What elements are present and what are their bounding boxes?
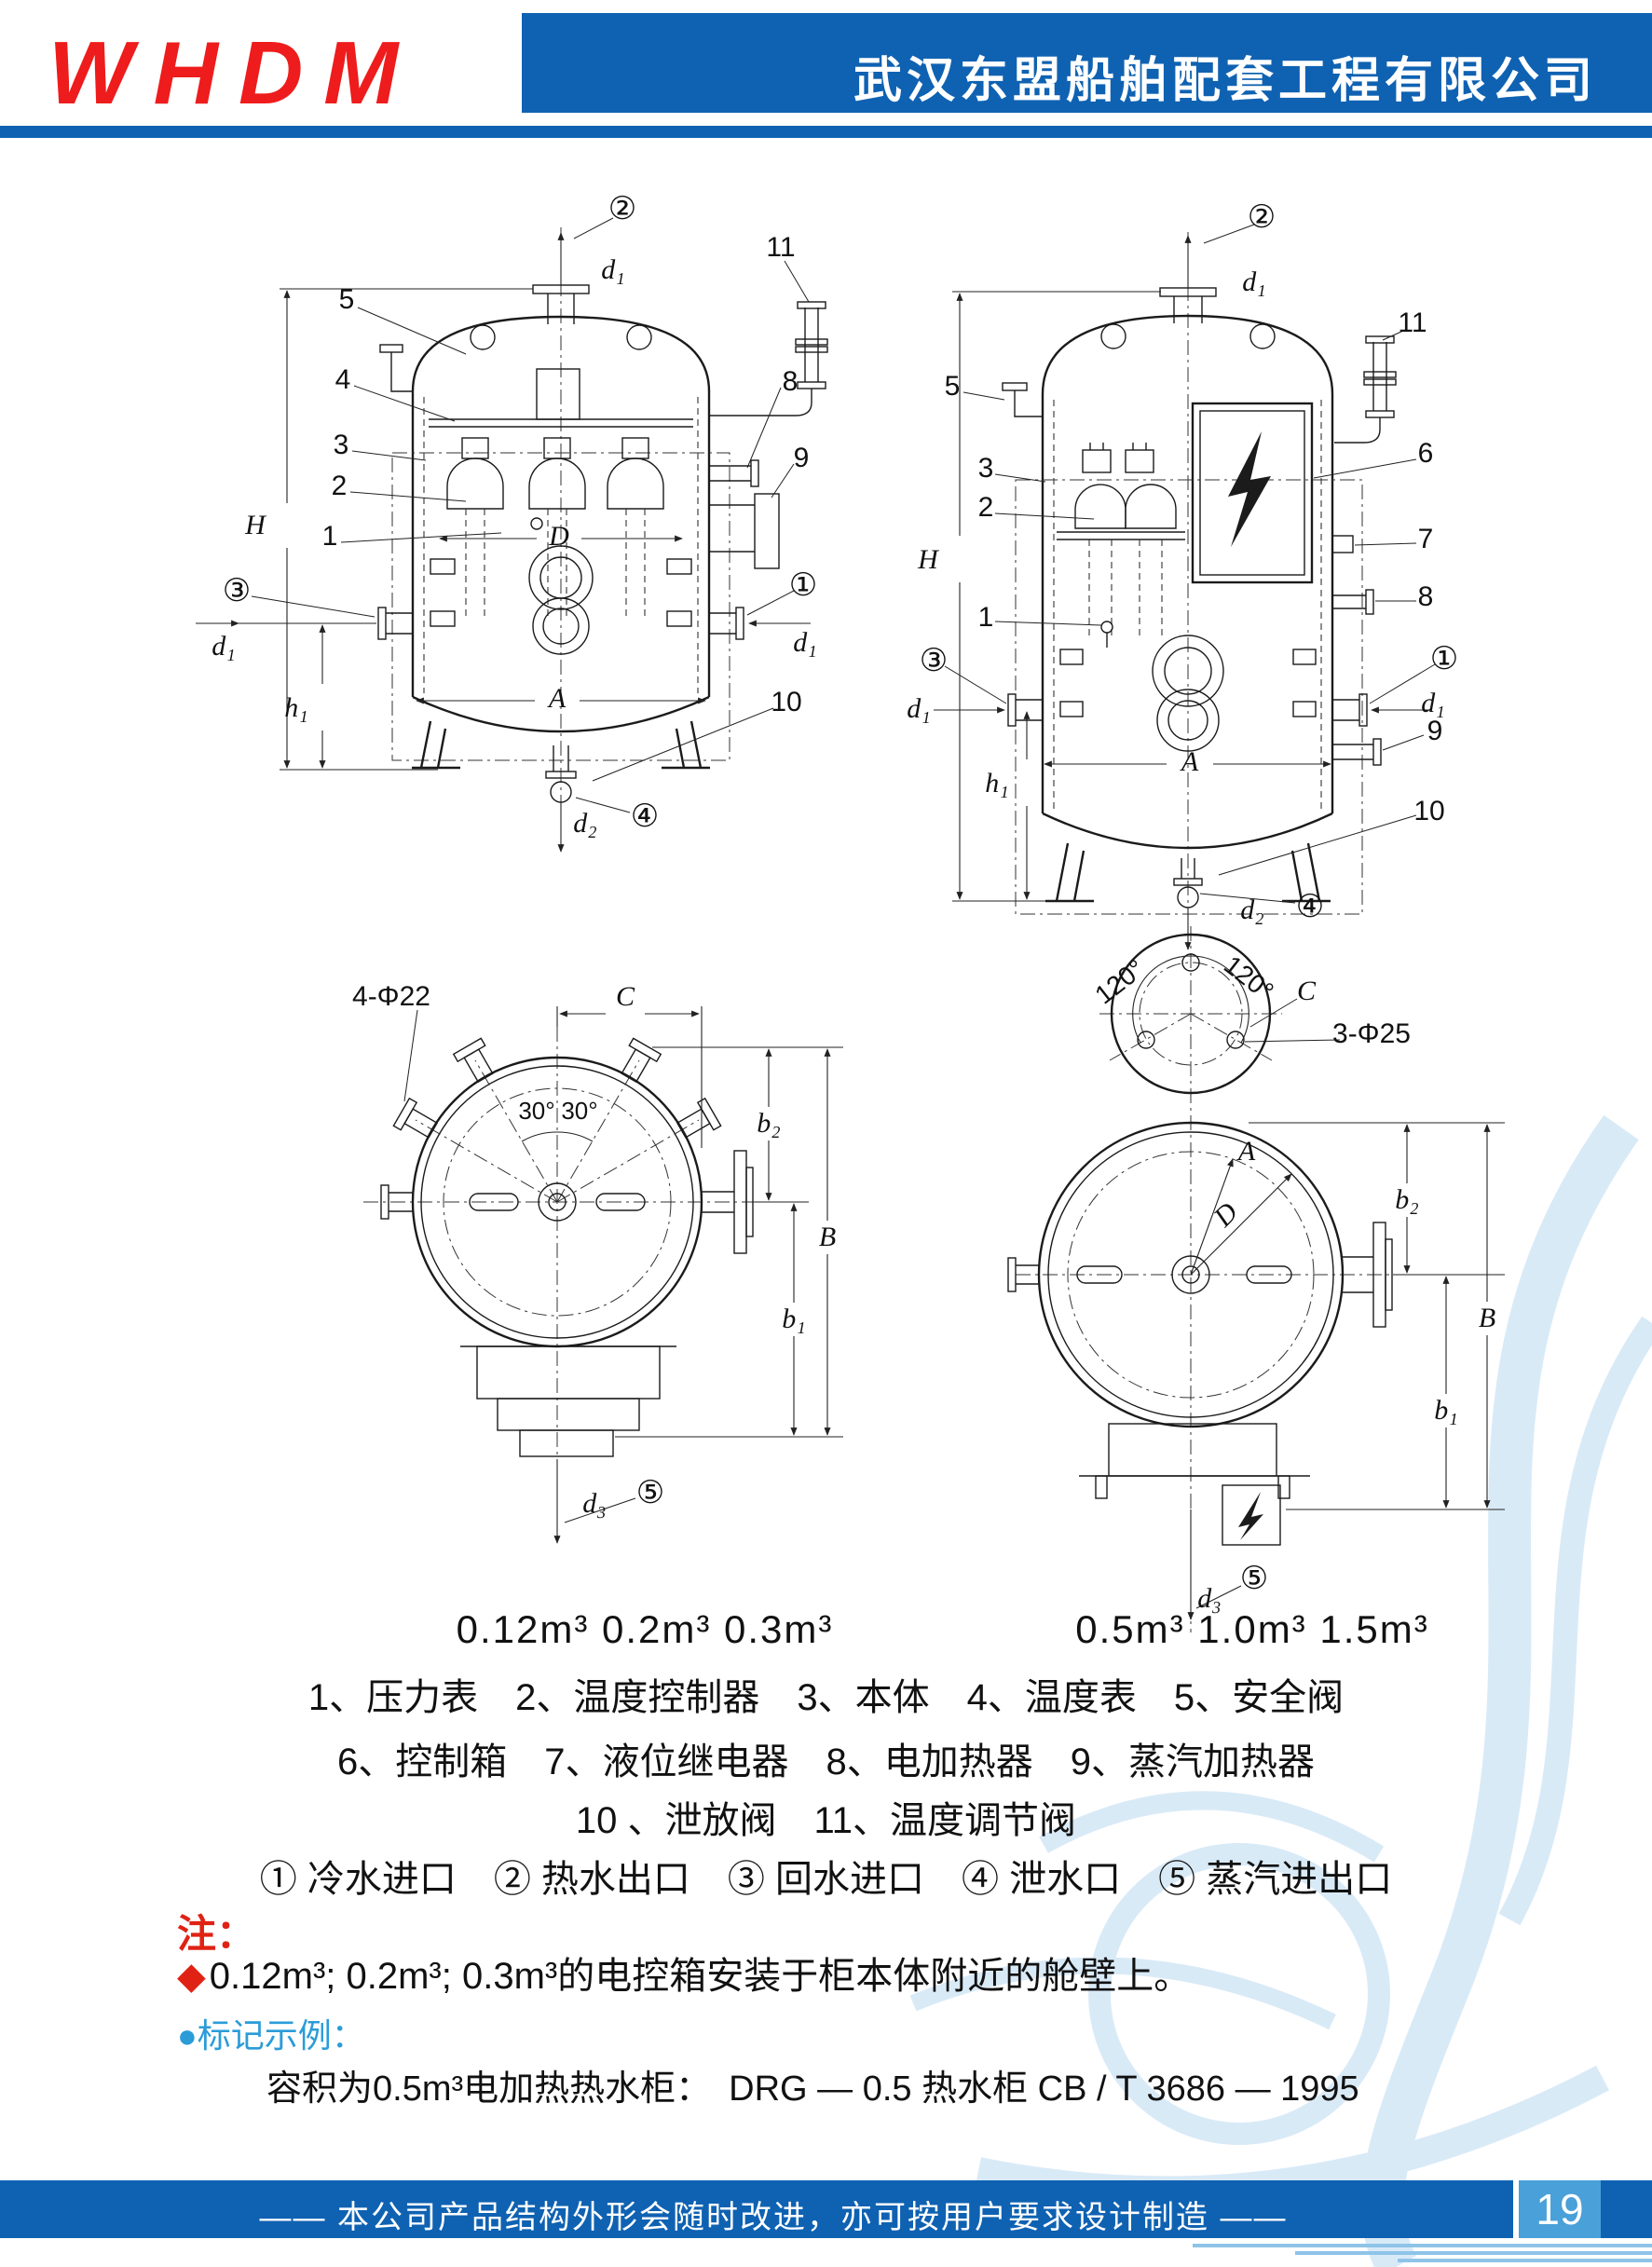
note-text: 0.12m³; 0.2m³; 0.3m³的电控箱安装于柜本体附近的舱壁上。 <box>209 1956 1192 1997</box>
diamond-bullet-icon: ◆ <box>177 1956 206 1997</box>
footer-slogan: —— 本公司产品结构外形会随时改进，亦可按用户要求设计制造 —— <box>259 2200 1288 2235</box>
drawing-label: 11 <box>766 232 796 263</box>
drawing-label: 3 <box>333 430 349 460</box>
drawing-label: H <box>245 510 266 540</box>
drawing-label: 3 <box>977 453 994 484</box>
drawing-label: 2 <box>977 492 994 523</box>
drawing-label: d₁ <box>907 693 931 724</box>
footer-stripe <box>1295 2251 1652 2255</box>
note-item: ◆0.12m³; 0.2m³; 0.3m³的电控箱安装于柜本体附近的舱壁上。 <box>177 1946 1191 2000</box>
drawing-label: 9 <box>1427 716 1443 746</box>
drawing-label: b₂ <box>1395 1184 1419 1215</box>
drawing-label: 10 <box>771 687 802 717</box>
drawing-label: d₂ <box>1240 895 1264 925</box>
drawing-label: d₁ <box>793 627 817 658</box>
drawing-label: d₃ <box>582 1488 607 1519</box>
front-view-small-canvas <box>196 217 828 853</box>
drawing-label: 11 <box>1398 307 1427 338</box>
drawing-label: d₁ <box>212 631 236 662</box>
logo-text: WHDM <box>48 23 419 123</box>
drawing-label: d₁ <box>601 254 625 285</box>
drawing-label: 7 <box>1417 524 1434 554</box>
drawing-label: 4 <box>334 364 351 395</box>
drawing-label: ④ <box>1295 889 1325 924</box>
drawing-label: ③ <box>222 573 252 608</box>
drawing-label: A <box>548 683 567 714</box>
footer-band <box>0 2180 1652 2238</box>
plan-view-large-canvas <box>1007 926 1505 1632</box>
drawing-label: 3-Φ25 <box>1332 1018 1411 1049</box>
drawing-label: 5 <box>944 371 961 402</box>
drawing-label: A <box>1237 1136 1256 1167</box>
drawing-label: ③ <box>919 643 949 678</box>
note-title: 注： <box>177 1912 256 1956</box>
drawing-label: d₁ <box>1242 266 1266 297</box>
logo-panel: WHDM <box>0 13 522 123</box>
drawing-label: b₂ <box>757 1108 781 1139</box>
drawing-label: 4-Φ22 <box>352 981 430 1012</box>
drawing-label: B <box>1478 1303 1496 1333</box>
drawing-label: A <box>1181 746 1199 777</box>
drawing-label: d₂ <box>573 808 597 839</box>
parts-list-line-2: 6、控制箱 7、液位继电器 8、电加热器 9、蒸汽加热器 <box>337 1741 1315 1782</box>
parts-list-line-3: 10 、泄放阀 11、温度调节阀 <box>575 1800 1077 1841</box>
drawing-label: 1 <box>977 602 994 633</box>
drawing-label: 9 <box>793 443 810 473</box>
caption-large-capacities: 0.5m³ 1.0m³ 1.5m³ <box>1075 1607 1429 1651</box>
drawing-label: 8 <box>1417 581 1434 612</box>
drawing-label: d₁ <box>1421 688 1445 718</box>
plan-view-small-canvas <box>363 1006 843 1544</box>
drawing-label: ② <box>608 191 637 226</box>
drawing-label: 8 <box>782 366 799 397</box>
footer-stripe <box>1193 2244 1652 2247</box>
ports-list-line: ① 冷水进口 ② 热水出口 ③ 回水进口 ④ 泄水口 ⑤ 蒸汽进出口 <box>259 1859 1393 1900</box>
drawing-label: ① <box>788 567 818 603</box>
caption-small-capacities: 0.12m³ 0.2m³ 0.3m³ <box>456 1607 834 1651</box>
drawing-label: C <box>1296 976 1317 1006</box>
dot-bullet-icon: ● <box>177 2016 198 2055</box>
drawing-label: D <box>549 521 569 552</box>
footer-stripe <box>1398 2259 1652 2262</box>
drawing-label: C <box>615 981 635 1012</box>
drawing-label: ④ <box>630 799 660 834</box>
company-name: 武汉东盟船舶配套工程有限公司 <box>853 54 1597 108</box>
header-stripe <box>0 113 1652 126</box>
drawing-label: 5 <box>338 284 355 315</box>
drawing-label: ⑤ <box>635 1475 665 1510</box>
drawing-label: h₁ <box>985 768 1009 799</box>
drawing-label: 1 <box>321 521 338 552</box>
drawing-label: 6 <box>1417 438 1434 469</box>
drawing-label: B <box>818 1222 837 1252</box>
drawing-label: D <box>1208 1196 1244 1233</box>
drawing-label: 30° <box>561 1097 598 1125</box>
drawing-label: ② <box>1247 199 1277 235</box>
example-title-text: 标记示例： <box>197 2016 365 2055</box>
drawing-label: 2 <box>331 471 348 501</box>
drawing-label: 10 <box>1413 796 1445 826</box>
example-text: 容积为0.5m³电加热热水柜： DRG — 0.5 热水柜 CB / T 368… <box>266 2069 1359 2109</box>
drawing-label: b₁ <box>1434 1395 1458 1426</box>
drawing-label: 120° <box>1089 953 1151 1010</box>
page-number: 19 <box>1513 2180 1601 2238</box>
drawing-label: ① <box>1429 641 1459 676</box>
drawing-label: h₁ <box>284 692 308 723</box>
drawing-label: 30° <box>518 1097 555 1125</box>
parts-list-line-1: 1、压力表 2、温度控制器 3、本体 4、温度表 5、安全阀 <box>307 1677 1345 1718</box>
drawing-label: d₃ <box>1197 1583 1222 1614</box>
drawing-label: H <box>918 544 938 575</box>
drawing-label: b₁ <box>782 1304 806 1334</box>
front-view-large-canvas <box>934 224 1436 950</box>
drawing-label: ⑤ <box>1239 1561 1269 1596</box>
drawing-label: 120° <box>1218 949 1279 1006</box>
example-title: ●标记示例： <box>177 2009 365 2057</box>
